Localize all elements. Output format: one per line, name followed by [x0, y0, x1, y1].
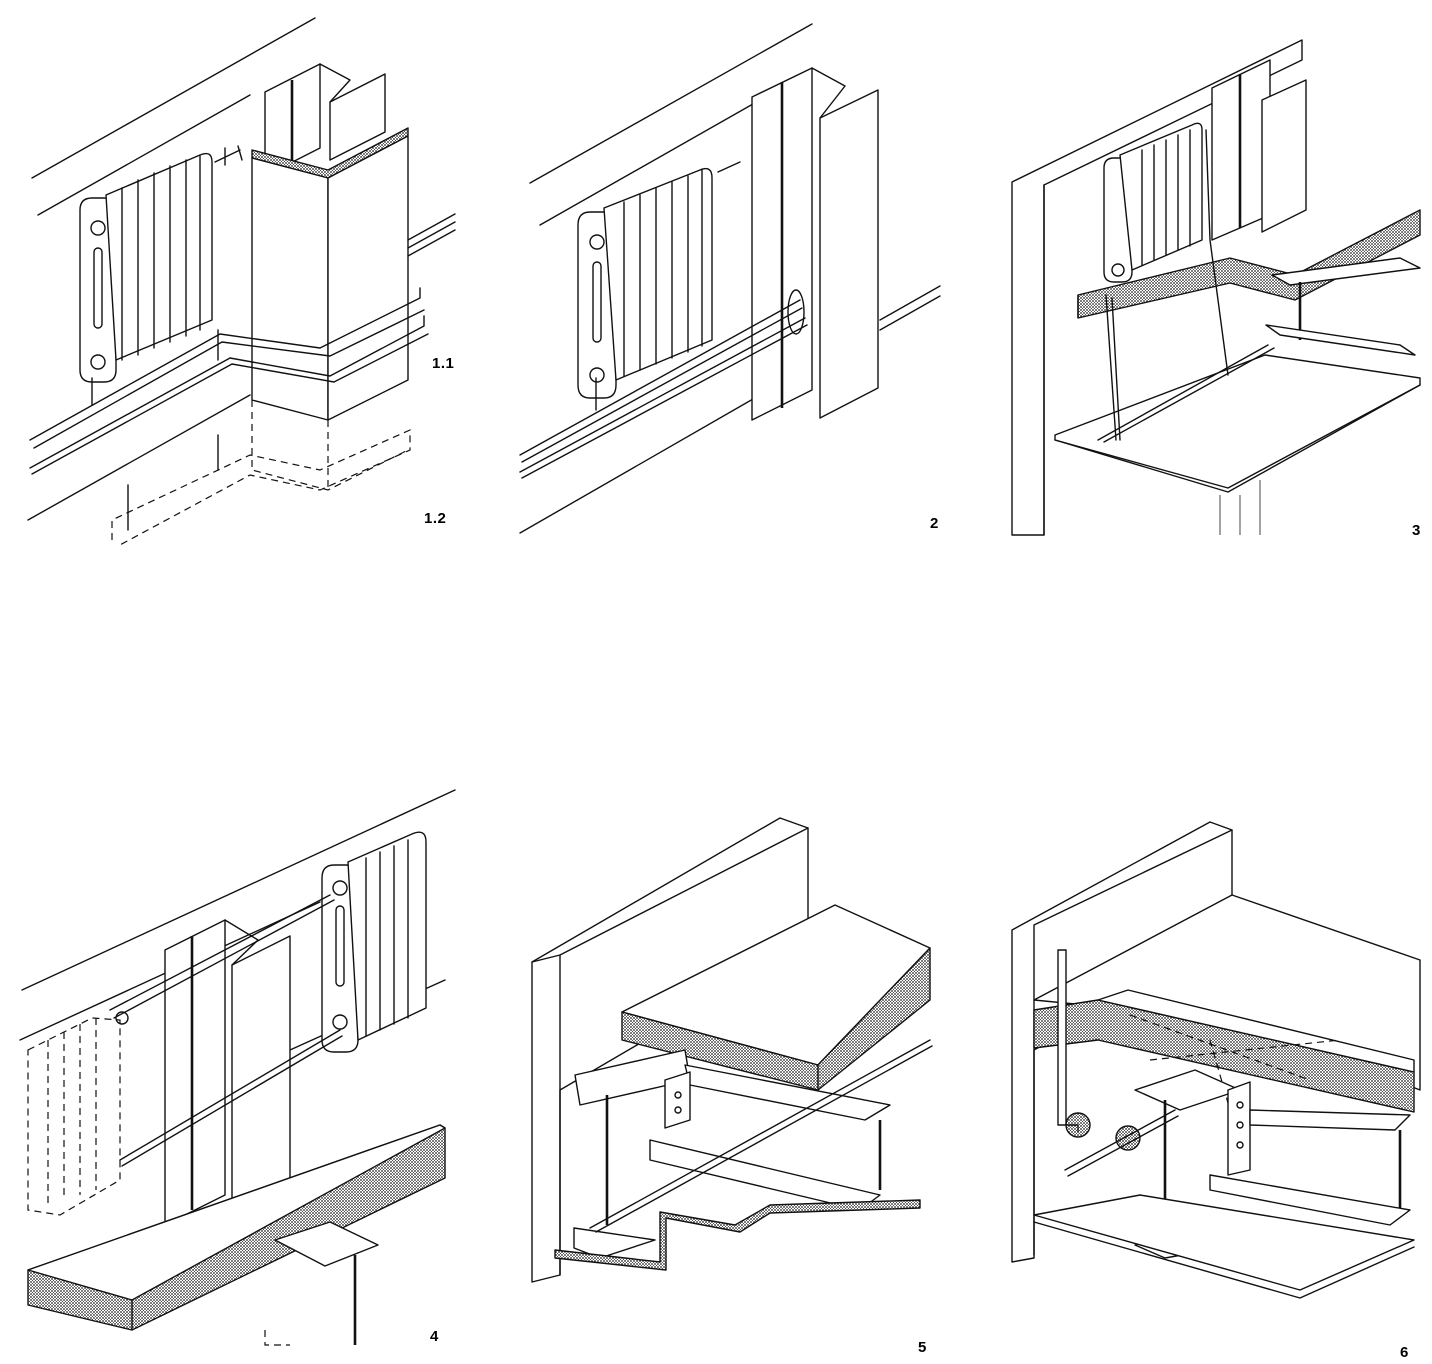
- detail-label-5: 5: [918, 1339, 927, 1356]
- detail-6-drawing: [1011, 821, 1421, 1299]
- detail-label-4: 4: [430, 1328, 439, 1345]
- detail-label-2: 2: [930, 515, 939, 532]
- radiator-icon: [27, 1017, 121, 1216]
- radiator-icon: [79, 152, 213, 383]
- radiator-icon: [577, 167, 713, 399]
- detail-4-drawing: [19, 789, 456, 1346]
- detail-1-drawing: [27, 17, 456, 547]
- detail-label-3: 3: [1412, 522, 1421, 539]
- detail-2-drawing: [519, 23, 941, 534]
- detail-label-6: 6: [1400, 1344, 1409, 1361]
- radiator-icon: [1103, 122, 1203, 283]
- detail-5-drawing: [531, 817, 933, 1283]
- detail-label-1-1: 1.1: [432, 355, 455, 372]
- detail-label-1-2: 1.2: [424, 510, 447, 527]
- radiator-icon: [321, 831, 427, 1053]
- detail-3-drawing: [1011, 39, 1421, 536]
